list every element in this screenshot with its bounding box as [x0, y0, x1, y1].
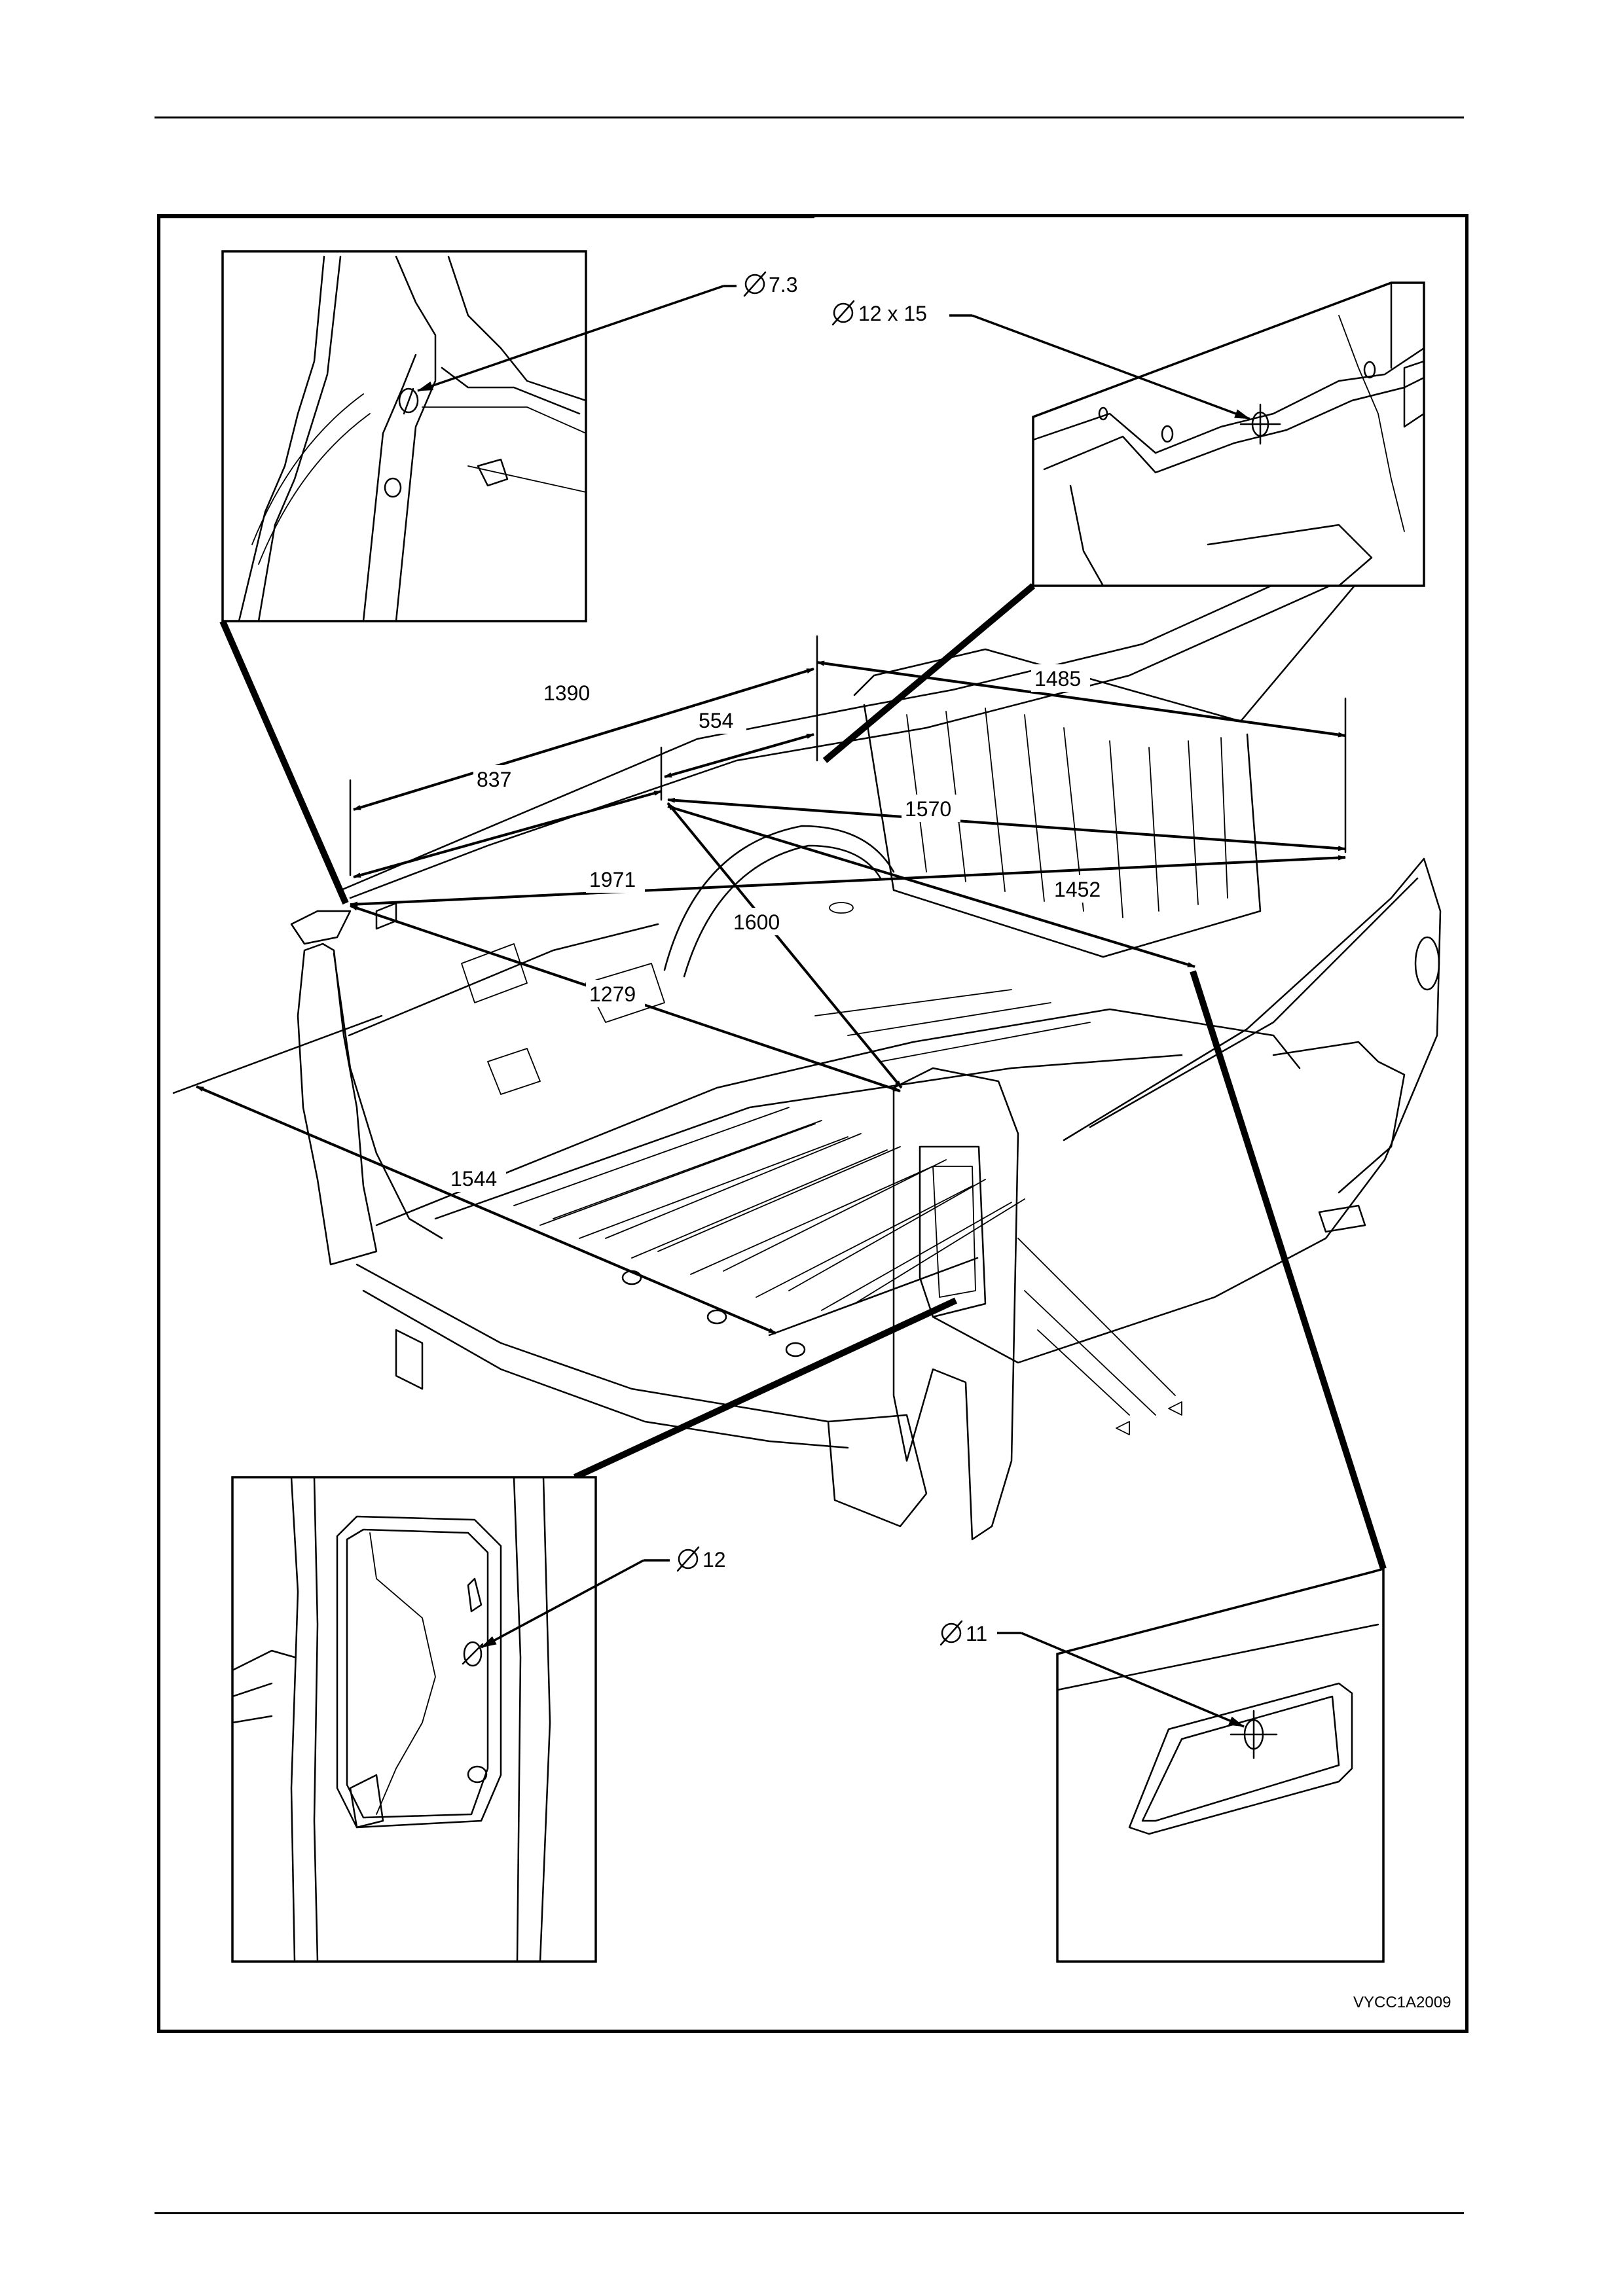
dim-1390: 1390	[543, 681, 590, 705]
hole-diameter-bottom-left: 12	[702, 1548, 726, 1571]
dim-837: 837	[477, 768, 511, 791]
pickup-bed-drawing	[291, 525, 1440, 1539]
pickup-bed-dimension-diagram: 1390 554 1485 837 1570 1971 1452 1600 12…	[160, 217, 1465, 2030]
inset-top-right: 12 x 15	[833, 283, 1424, 586]
inset-top-left: 7.3	[223, 251, 797, 621]
inset-connectors	[223, 586, 1383, 1569]
dim-1544: 1544	[450, 1167, 497, 1191]
inset-bottom-left: 12	[232, 1477, 726, 1962]
dim-1485: 1485	[1034, 667, 1081, 691]
diameter-symbol-icon	[678, 1547, 699, 1571]
figure-frame: 1390 554 1485 837 1570 1971 1452 1600 12…	[157, 214, 1468, 2033]
dim-1279: 1279	[589, 982, 636, 1006]
diameter-symbol-icon	[833, 301, 854, 325]
hole-diameter-bottom-right: 11	[966, 1622, 987, 1645]
figure-id: VYCC1A2009	[1353, 1994, 1451, 2011]
hole-size-top-right: 12 x 15	[858, 302, 927, 325]
dim-1600: 1600	[733, 910, 780, 934]
inset-bottom-right: 11	[941, 1569, 1383, 1962]
hole-diameter-top-left: 7.3	[769, 273, 797, 296]
footer-rule	[155, 2212, 1464, 2214]
header-rule	[155, 117, 1464, 118]
dim-1570: 1570	[905, 797, 951, 821]
dim-1452: 1452	[1054, 878, 1101, 901]
dim-1971: 1971	[589, 868, 636, 891]
diameter-symbol-icon	[744, 272, 765, 296]
dim-554: 554	[699, 709, 733, 732]
diameter-symbol-icon	[941, 1621, 962, 1645]
